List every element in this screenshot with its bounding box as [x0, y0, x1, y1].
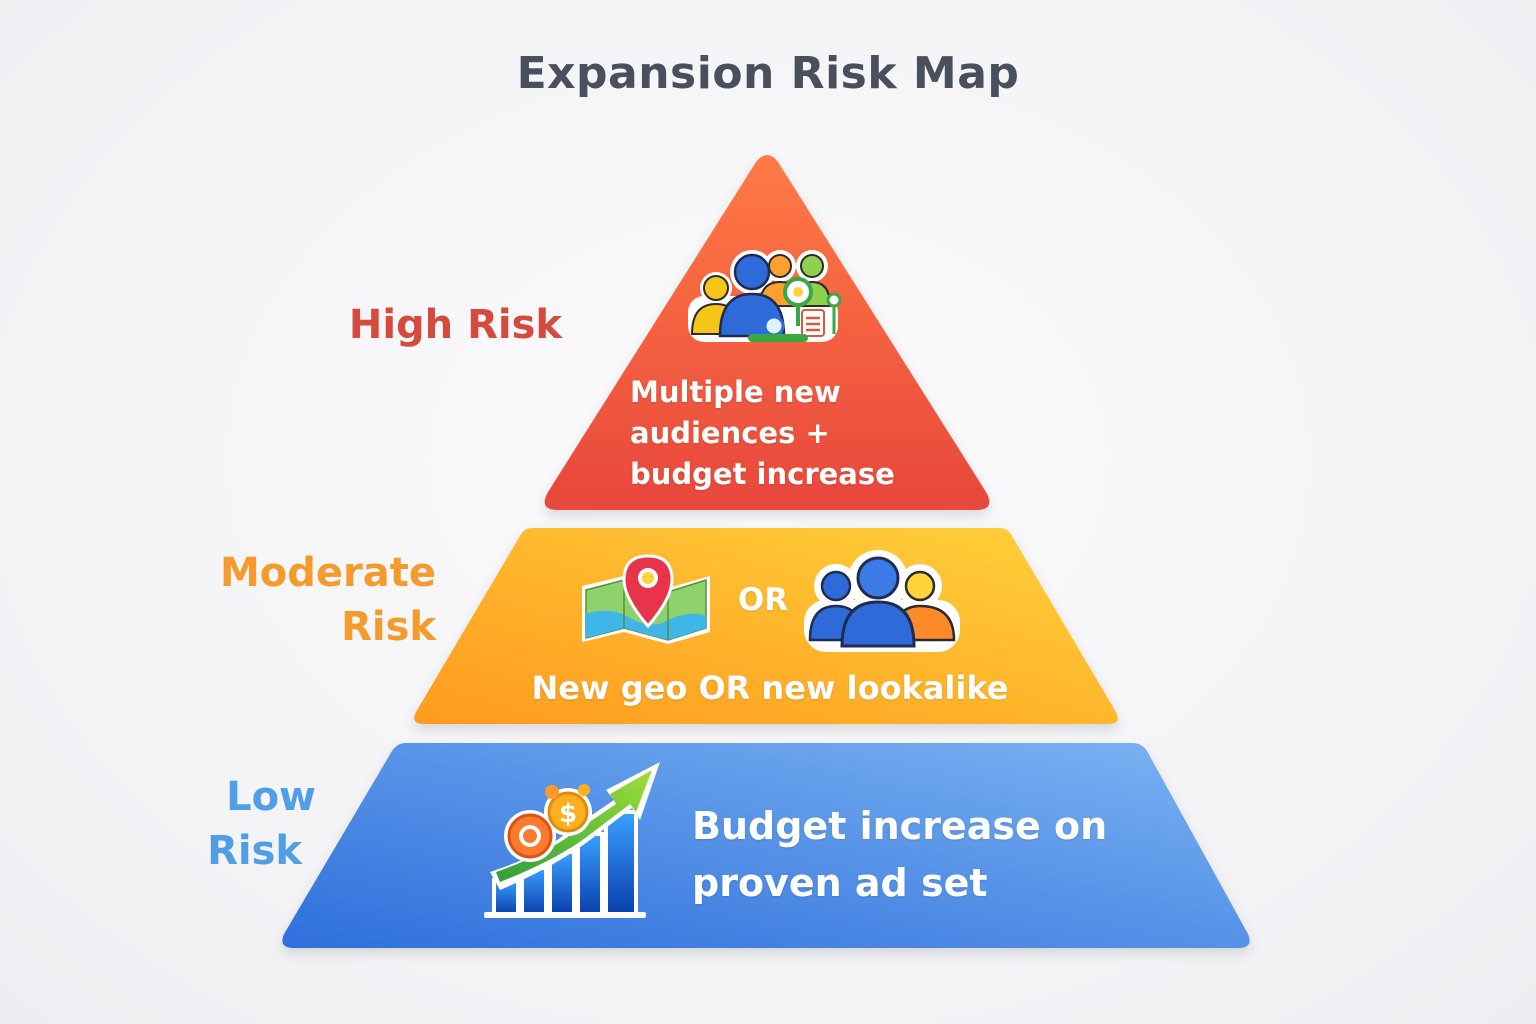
- tier-low-description: Budget increase on proven ad set: [692, 804, 1108, 905]
- tier-moderate-shape: [414, 528, 1118, 724]
- tier-moderate-or-connector: OR: [737, 582, 789, 618]
- risk-label-low-line1: Low: [226, 774, 316, 820]
- risk-label-high: High Risk: [300, 298, 562, 352]
- map-pin-icon: [582, 554, 710, 644]
- page-title: Expansion Risk Map: [516, 48, 1020, 99]
- svg-text:$: $: [559, 799, 577, 829]
- tier-moderate-description: New geo OR new lookalike: [531, 669, 1009, 707]
- risk-label-low-line2: Risk: [207, 828, 302, 874]
- risk-label-moderate-line2: Risk: [341, 604, 436, 650]
- risk-label-moderate-line1: Moderate: [219, 550, 436, 596]
- audiences-target-budget-icon: [688, 250, 842, 342]
- budget-growth-chart-icon: $: [484, 762, 660, 918]
- risk-label-low: Low Risk: [160, 770, 316, 878]
- risk-label-moderate: Moderate Risk: [180, 546, 436, 654]
- risk-label-high-text: High Risk: [348, 302, 562, 348]
- lookalike-people-icon: [804, 550, 960, 652]
- tier-high-description: Multiple new audiences + budget increase: [630, 375, 895, 491]
